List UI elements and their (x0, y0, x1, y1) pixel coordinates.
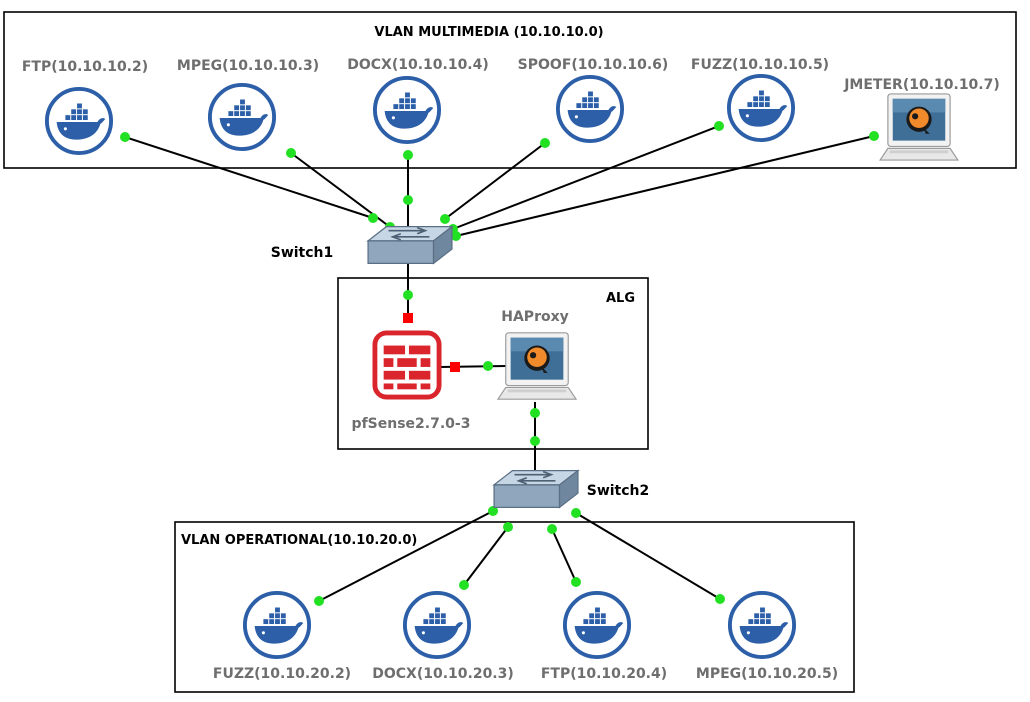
port-up-indicator (571, 508, 581, 518)
link-jmeter-switch1[interactable] (455, 135, 875, 237)
switch1-label: Switch1 (271, 245, 334, 261)
docker-icon (402, 590, 472, 660)
port-up-indicator (488, 506, 498, 516)
port-up-indicator (530, 436, 540, 446)
node-fuzz-operational[interactable] (242, 590, 312, 660)
node-label-ftp-operational: FTP(10.10.20.4) (541, 666, 667, 682)
qemu-workstation-icon (497, 332, 577, 400)
vlan-multimedia-box (3, 11, 1017, 169)
node-haproxy[interactable] (497, 332, 577, 400)
node-label-spoof-multimedia: SPOOF(10.10.10.6) (518, 57, 669, 73)
port-up-indicator (869, 131, 879, 141)
switch1[interactable] (367, 225, 453, 265)
link-ftp-mm-switch1[interactable] (124, 136, 374, 219)
port-up-indicator (547, 524, 557, 534)
node-spoof-multimedia[interactable] (555, 74, 625, 144)
port-up-indicator (714, 121, 724, 131)
link-switch2-fuzz-op[interactable] (318, 510, 494, 602)
docker-icon (372, 75, 442, 145)
link-spoof-mm-switch1[interactable] (444, 142, 546, 220)
port-up-indicator (715, 594, 725, 604)
port-up-indicator (368, 213, 378, 223)
port-up-indicator (403, 290, 413, 300)
node-label-jmeter-multimedia: JMETER(10.10.10.7) (843, 77, 1000, 93)
port-up-indicator (530, 408, 540, 418)
node-fuzz-multimedia[interactable] (726, 73, 796, 143)
port-down-indicator (403, 313, 413, 323)
port-up-indicator (571, 577, 581, 587)
docker-icon (727, 590, 797, 660)
node-label-ftp-multimedia: FTP(10.10.10.2) (22, 59, 148, 75)
firewall-icon (375, 333, 439, 397)
docker-icon (44, 86, 114, 156)
docker-icon (555, 74, 625, 144)
switch2-label: Switch2 (587, 483, 650, 499)
port-up-indicator (503, 522, 513, 532)
node-ftp-operational[interactable] (562, 590, 632, 660)
qemu-workstation-icon (879, 93, 959, 161)
vlan-operational-box (174, 521, 855, 693)
node-docx-multimedia[interactable] (372, 75, 442, 145)
node-label-docx-multimedia: DOCX(10.10.10.4) (347, 57, 489, 73)
port-up-indicator (403, 150, 413, 160)
docker-icon (207, 82, 277, 152)
link-switch2-ftp-op[interactable] (551, 528, 577, 583)
link-pfsense-haproxy[interactable] (439, 365, 507, 368)
node-label-pfsense: pfSense2.7.0-3 (352, 416, 471, 432)
port-up-indicator (483, 361, 493, 371)
node-ftp-multimedia[interactable] (44, 86, 114, 156)
switch2[interactable] (493, 469, 579, 509)
port-up-indicator (403, 195, 413, 205)
node-label-haproxy: HAProxy (501, 309, 569, 325)
node-docx-operational[interactable] (402, 590, 472, 660)
alg-box (337, 277, 649, 450)
link-switch2-mpeg-op[interactable] (575, 512, 721, 600)
port-up-indicator (120, 132, 130, 142)
ethernet-switch-icon (493, 469, 579, 509)
port-up-indicator (286, 148, 296, 158)
node-pfsense[interactable] (375, 333, 439, 397)
node-mpeg-multimedia[interactable] (207, 82, 277, 152)
node-mpeg-operational[interactable] (727, 590, 797, 660)
docker-icon (242, 590, 312, 660)
port-up-indicator (314, 596, 324, 606)
vlan-operational-title: VLAN OPERATIONAL(10.10.20.0) (181, 533, 417, 548)
node-jmeter-multimedia[interactable] (879, 93, 959, 161)
ethernet-switch-icon (367, 225, 453, 265)
port-down-indicator (450, 362, 460, 372)
port-up-indicator (540, 138, 550, 148)
port-up-indicator (440, 214, 450, 224)
port-up-indicator (451, 231, 461, 241)
link-switch2-docx-op[interactable] (463, 526, 509, 586)
node-label-fuzz-multimedia: FUZZ(10.10.10.5) (691, 57, 829, 73)
alg-title: ALG (606, 291, 635, 306)
node-label-mpeg-multimedia: MPEG(10.10.10.3) (177, 58, 319, 74)
docker-icon (726, 73, 796, 143)
link-fuzz-mm-switch1[interactable] (452, 125, 720, 230)
node-label-mpeg-operational: MPEG(10.10.20.5) (696, 666, 838, 682)
node-label-fuzz-operational: FUZZ(10.10.20.2) (213, 666, 351, 682)
port-up-indicator (459, 580, 469, 590)
vlan-multimedia-title: VLAN MULTIMEDIA (10.10.10.0) (374, 25, 603, 40)
node-label-docx-operational: DOCX(10.10.20.3) (372, 666, 514, 682)
docker-icon (562, 590, 632, 660)
